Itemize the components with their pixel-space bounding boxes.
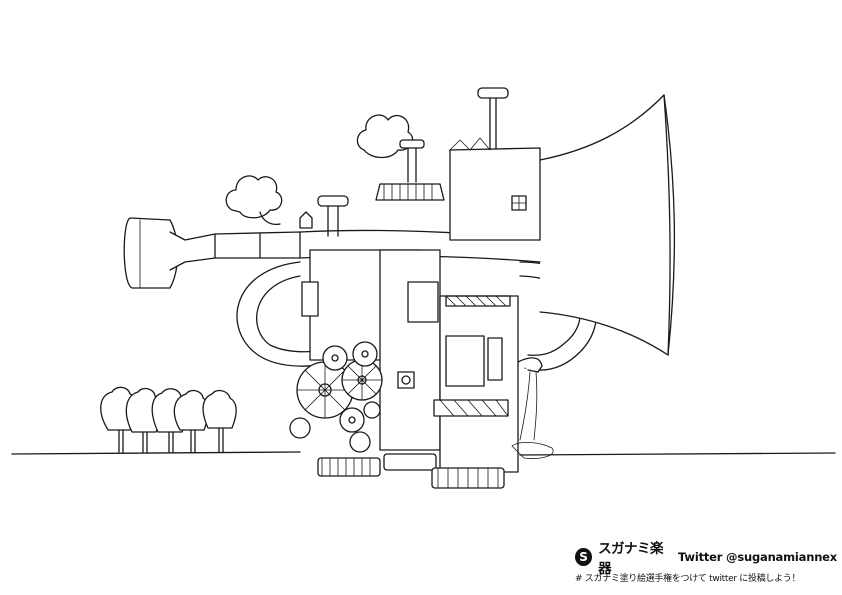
birdhouse [299, 211, 313, 229]
brand-name: スガナミ楽器 [598, 541, 664, 577]
smoke-cloud-left [225, 175, 283, 219]
twitter-handle: Twitter @suganamiannex [678, 550, 837, 564]
base-mid [383, 453, 437, 471]
top-gear [375, 183, 445, 201]
lantern [301, 281, 319, 317]
brand-logo-icon: S [575, 548, 593, 566]
footer: S スガナミ楽器 Twitter @suganamiannex # スガナミ塗り… [575, 541, 837, 584]
gear-cluster [289, 341, 383, 453]
base-left [317, 457, 381, 477]
hashtag-line: # スガナミ塗り絵選手権をつけて twitter に投稿しよう！ [575, 574, 801, 584]
faucet [517, 357, 543, 373]
machine-body [309, 249, 519, 473]
tree-row [100, 386, 237, 453]
trumpet-bell [539, 94, 676, 356]
brand-row: S スガナミ楽器 Twitter @suganamiannex [575, 541, 837, 577]
smoke-cloud-right [356, 114, 414, 159]
water-stream [519, 371, 538, 441]
chimney-towers [317, 87, 541, 241]
ground-line [11, 451, 836, 456]
mouthpiece [123, 217, 179, 289]
